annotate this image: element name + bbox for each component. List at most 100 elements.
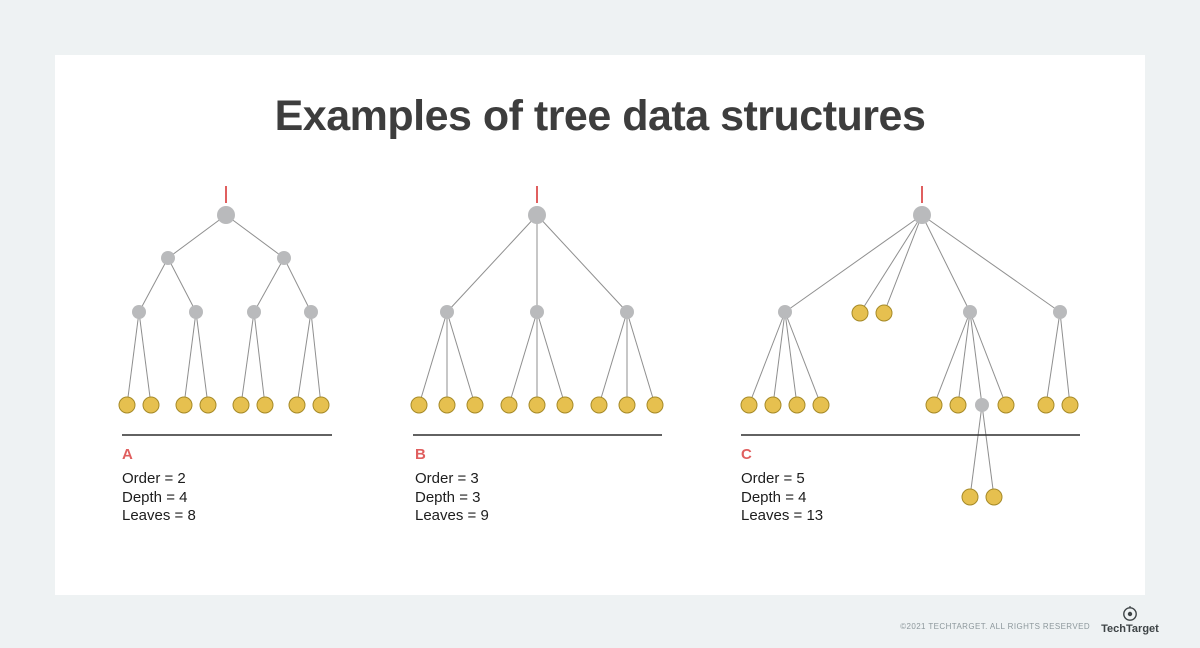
internal-node [620,305,634,319]
internal-node [440,305,454,319]
tree-edge [883,214,923,314]
tree-edge [310,311,322,406]
tree-edge [167,257,197,313]
footer: ©2021 TECHTARGET. ALL RIGHTS RESERVED Te… [900,606,1160,635]
leaf-node [256,396,274,414]
leaf-node [997,396,1015,414]
tree-a-leaves: Leaves = 8 [122,507,196,524]
tree-c-depth: Depth = 4 [741,488,807,506]
leaf-node [764,396,782,414]
tree-edge [195,311,209,406]
leaf-node [740,396,758,414]
internal-node [530,305,544,319]
tree-c-label: C [741,446,752,463]
page-title: Examples of tree data structures [274,92,926,140]
tree-edge [418,311,448,406]
internal-node [778,305,792,319]
leaf-node [618,396,636,414]
leaf-node [232,396,250,414]
tree-edge [921,214,1061,313]
leaf-node [199,396,217,414]
internal-node [189,305,203,319]
tree-b-label: B [415,446,426,463]
tree-edge [138,311,152,406]
leaf-node [438,396,456,414]
tree-edge [446,311,476,406]
leaf-node [556,396,574,414]
tree-c-order: Order = 5 [741,470,805,487]
tree-edge [1045,311,1061,406]
tree-edge [225,214,285,259]
leaf-node [590,396,608,414]
content-card [55,55,1145,595]
internal-node [1053,305,1067,319]
internal-node [913,206,931,224]
leaf-node [118,396,136,414]
eye-icon [1123,606,1137,621]
tree-edge [969,311,1007,406]
leaf-node [925,396,943,414]
tree-c-leaves: Leaves = 13 [741,507,824,524]
tree-edge [446,214,538,313]
internal-node [975,398,989,412]
tree-edge [957,311,971,406]
leaf-node [142,396,160,414]
tree-edge [748,311,786,406]
tree-edge [598,311,628,406]
tree-edge [1059,311,1071,406]
tree-edge [933,311,971,406]
leaf-node [985,488,1003,506]
leaf-node [528,396,546,414]
internal-node [132,305,146,319]
leaf-node [949,396,967,414]
tree-edge [784,214,923,313]
copyright-text: ©2021 TECHTARGET. ALL RIGHTS RESERVED [900,622,1090,631]
tree-b-stats: B Order = 3 Depth = 3 Leaves = 9 [415,446,635,526]
tree-edge [283,257,312,313]
leaf-node [961,488,979,506]
tree-b-order: Order = 3 [415,470,479,487]
internal-node [161,251,175,265]
tree-edge [240,311,255,406]
tree-edge [981,404,995,498]
tree-c [740,186,1080,506]
tree-edge [138,257,169,313]
leaf-node [466,396,484,414]
internal-node [217,206,235,224]
internal-node [277,251,291,265]
tree-edge [253,257,285,313]
leaf-node [312,396,330,414]
tree-edge [296,311,312,406]
logo-text: TechTarget [1101,623,1159,635]
internal-node [247,305,261,319]
tree-edge [536,214,628,313]
tree-b [410,186,664,436]
internal-node [304,305,318,319]
leaf-node [1061,396,1079,414]
leaf-node [812,396,830,414]
leaf-node [500,396,518,414]
tree-edge [183,311,197,406]
tree-edge [784,311,822,406]
internal-node [963,305,977,319]
tree-a-depth: Depth = 4 [122,488,188,506]
tree-edge [921,214,971,313]
tree-a-stats: A Order = 2 Depth = 4 Leaves = 8 [122,446,342,526]
leaf-node [646,396,664,414]
tree-a-label: A [122,446,133,463]
techtarget-logo: TechTarget [1100,606,1160,635]
tree-edge [626,311,656,406]
tree-b-depth: Depth = 3 [415,488,481,506]
tree-edge [536,311,566,406]
tree-edge [253,311,266,406]
tree-a-order: Order = 2 [122,470,186,487]
leaf-node [851,304,869,322]
tree-edge [859,214,923,314]
tree-b-leaves: Leaves = 9 [415,507,489,524]
tree-edge [784,311,798,406]
internal-node [528,206,546,224]
leaf-node [288,396,306,414]
leaf-node [410,396,428,414]
tree-edge [969,404,983,498]
